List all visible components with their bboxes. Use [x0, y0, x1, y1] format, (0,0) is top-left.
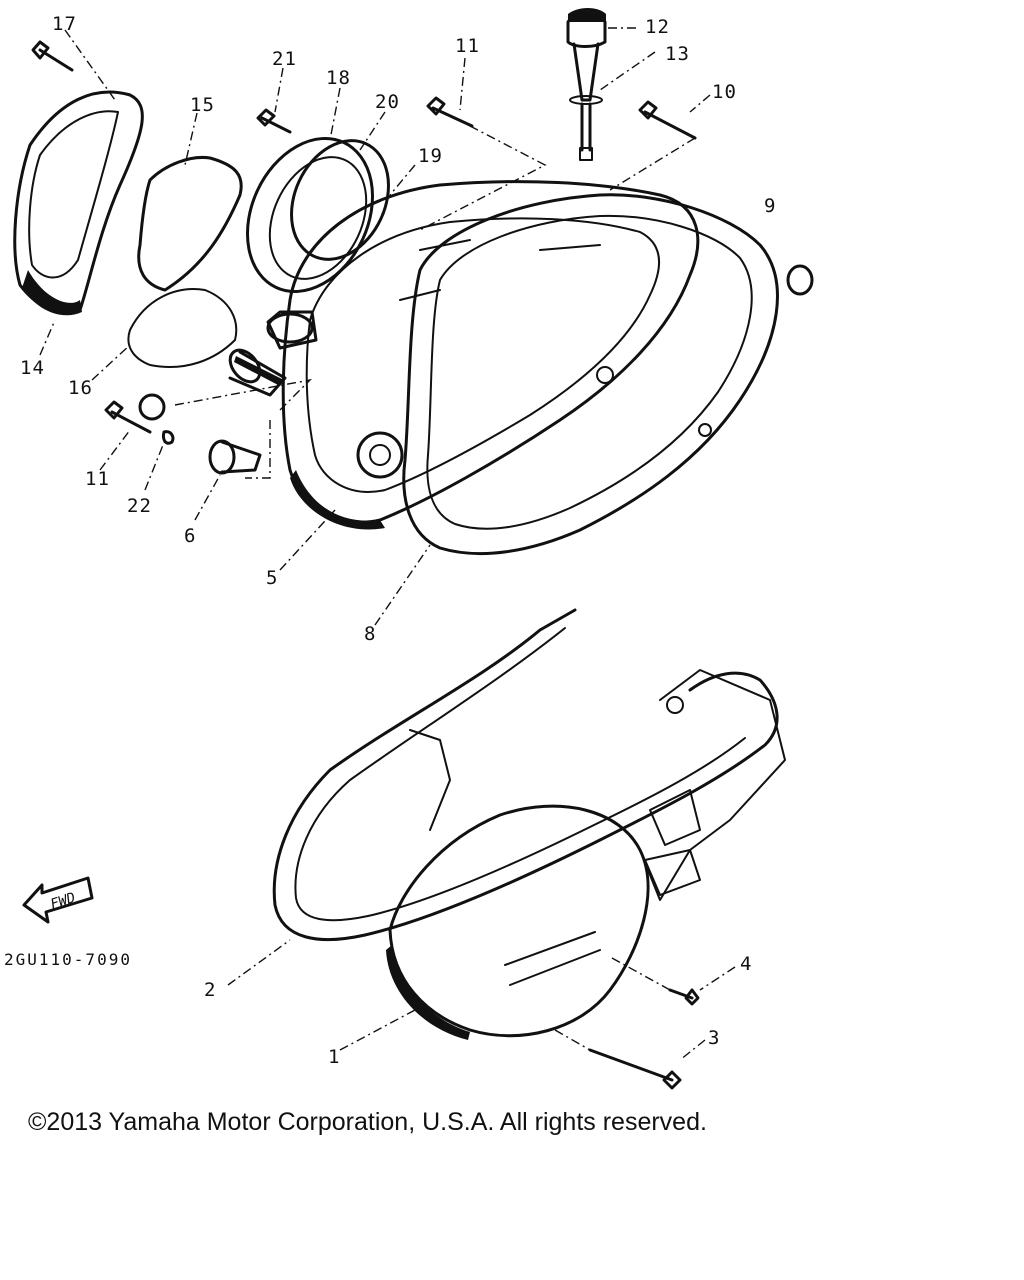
callout-14: 14 — [20, 357, 45, 379]
bolt-21 — [256, 108, 292, 134]
part-1-lower-cover — [386, 669, 786, 1040]
callout-10: 10 — [712, 81, 737, 103]
callout-18: 18 — [326, 67, 351, 89]
part-5-crankcase-cover — [266, 180, 700, 530]
bolt-11-top — [426, 96, 474, 128]
callout-22: 22 — [127, 495, 152, 517]
callout-9: 9 — [764, 195, 776, 217]
callout-19: 19 — [418, 145, 443, 167]
part-22-clip — [138, 393, 175, 445]
part-2-gasket — [272, 608, 779, 942]
bolt-10 — [638, 100, 697, 140]
callout-1: 1 — [328, 1046, 340, 1068]
part-14-cover — [13, 90, 144, 316]
callout-3: 3 — [708, 1027, 720, 1049]
callout-11-top: 11 — [455, 35, 480, 57]
diagram-code: 2GU110-7090 — [4, 950, 132, 969]
callout-13: 13 — [665, 43, 690, 65]
callout-8: 8 — [364, 623, 376, 645]
callout-4: 4 — [740, 953, 752, 975]
part-12-dipstick — [566, 8, 607, 161]
callout-17: 17 — [52, 13, 77, 35]
fwd-arrow-icon: FWD — [22, 876, 94, 924]
callout-6: 6 — [184, 525, 196, 547]
part-6-fitting — [208, 439, 262, 475]
fwd-label: FWD — [49, 890, 78, 913]
callout-20: 20 — [375, 91, 400, 113]
callout-12: 12 — [645, 16, 670, 38]
copyright-notice: ©2013 Yamaha Motor Corporation, U.S.A. A… — [28, 1108, 707, 1136]
part-roller — [228, 348, 287, 397]
bolt-11-left — [104, 400, 152, 434]
callout-21: 21 — [272, 48, 297, 70]
callout-15: 15 — [190, 94, 215, 116]
callout-5: 5 — [266, 567, 278, 589]
callout-11-left: 11 — [85, 468, 110, 490]
part-20-ring — [290, 139, 390, 261]
part-16-plate — [127, 288, 238, 369]
bolt-3 — [588, 1048, 682, 1090]
callout-16: 16 — [68, 377, 93, 399]
callout-labels: 17 21 18 20 15 19 11 12 13 10 9 14 16 11… — [20, 13, 776, 1068]
part-9-cap — [786, 264, 814, 296]
bolt-4 — [668, 988, 700, 1006]
exploded-parts-diagram: FWD 17 21 18 20 15 19 — [4, 8, 814, 1090]
callout-2: 2 — [204, 979, 216, 1001]
leader-lines — [39, 27, 736, 1061]
bolt-17 — [31, 40, 74, 72]
part-15-plate — [137, 155, 243, 292]
part-8-gasket — [402, 193, 779, 556]
